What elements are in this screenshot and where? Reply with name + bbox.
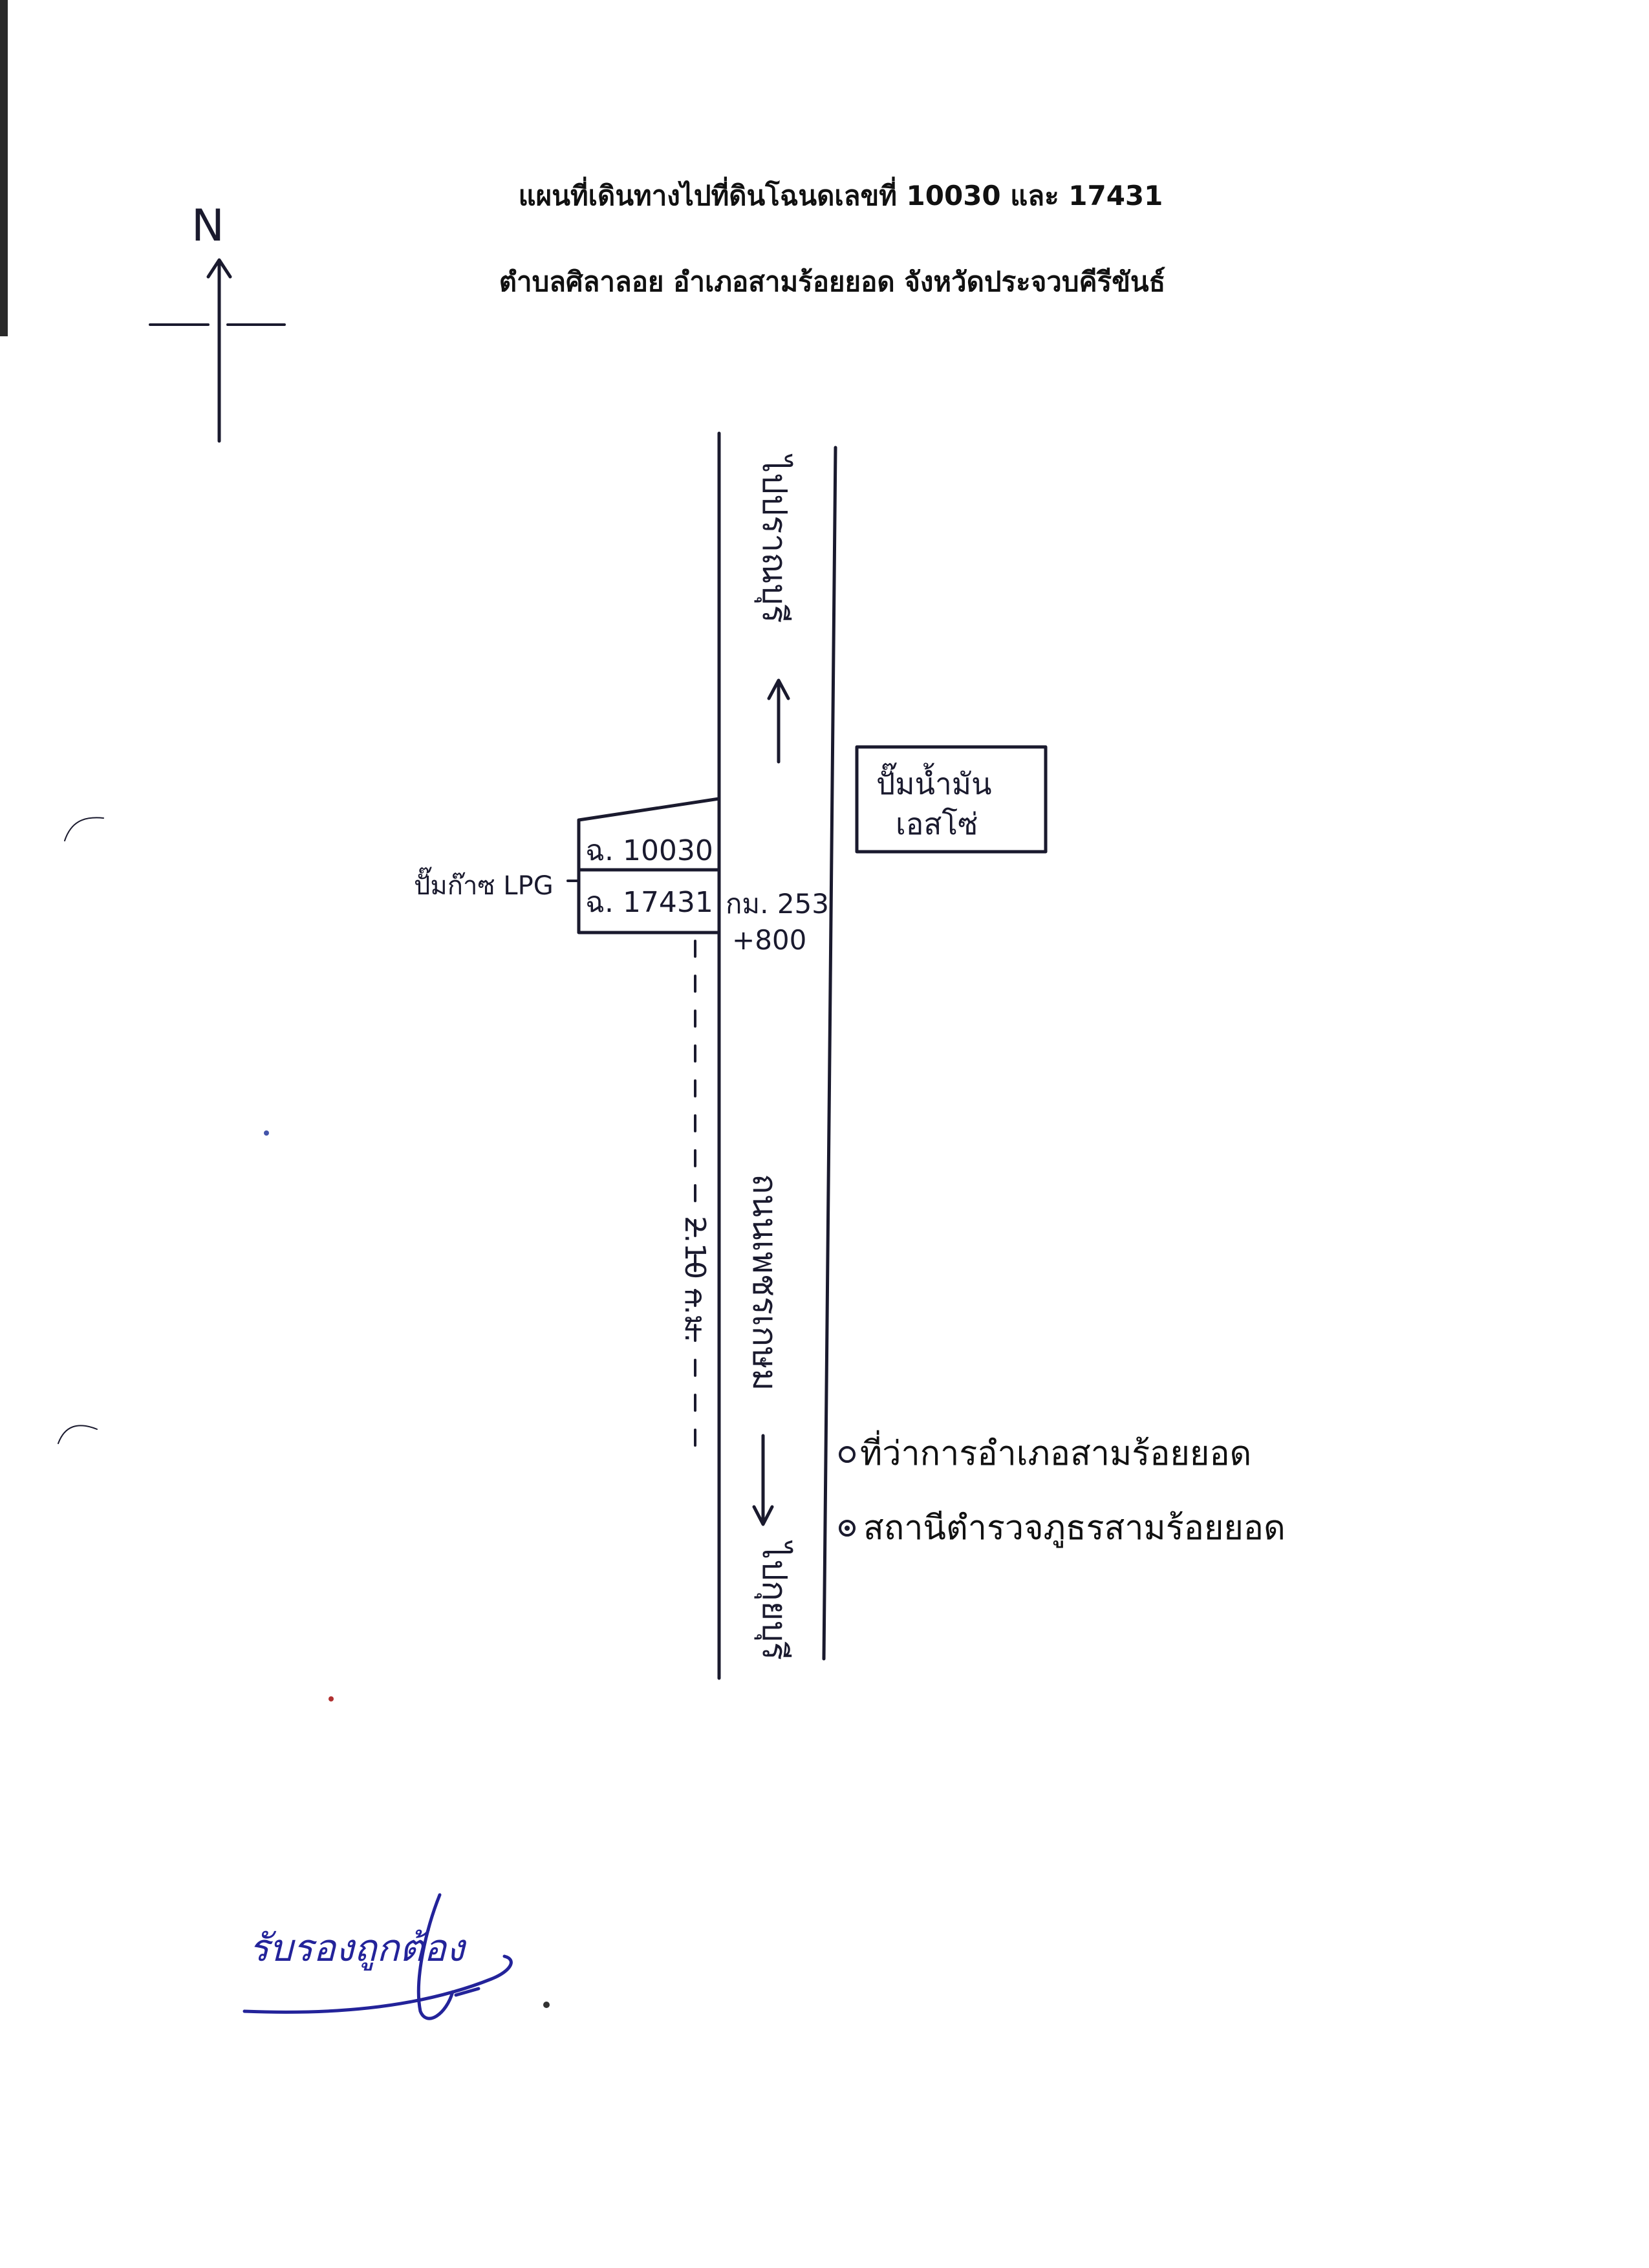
north-label: N bbox=[191, 200, 224, 252]
parcel-group: ฉ. 10030 ฉ. 17431 ปั๊มก๊าซ LPG bbox=[414, 797, 721, 934]
gas-station-line2: เอสโซ่ bbox=[896, 806, 978, 841]
district-office-marker-icon bbox=[839, 1446, 856, 1463]
scan-speck bbox=[543, 2002, 550, 2008]
map-subtitle: ตำบลศิลาลอย อำเภอสามร้อยยอด จังหวัดประจว… bbox=[499, 266, 1166, 297]
parcel-17431-label: ฉ. 17431 bbox=[585, 886, 713, 919]
lpg-station-label: ปั๊มก๊าซ LPG bbox=[414, 867, 554, 901]
scan-speck bbox=[329, 1696, 334, 1701]
parcel-10030-label: ฉ. 10030 bbox=[585, 834, 713, 867]
landmark-district-office: ที่ว่าการอำเภอสามร้อยยอด bbox=[839, 1430, 1251, 1473]
direction-south-label: ไปกุยบุรี bbox=[754, 1540, 793, 1660]
gas-station-box bbox=[855, 745, 1048, 854]
scan-punch-arc bbox=[58, 1425, 98, 1444]
district-office-label: ที่ว่าการอำเภอสามร้อยยอด bbox=[860, 1430, 1251, 1473]
landmark-police-station: สถานีตำรวจภูธรสามร้อยยอด bbox=[839, 1509, 1286, 1548]
road-east-edge bbox=[822, 446, 837, 1661]
scan-punch-arc bbox=[64, 817, 104, 841]
map-title: แผนที่เดินทางไปที่ดินโฉนดเลขที่ 10030 แล… bbox=[519, 177, 1163, 211]
scan-edge-shadow bbox=[0, 0, 8, 336]
compass: N bbox=[149, 200, 286, 443]
parcel-outline bbox=[577, 797, 721, 934]
gas-station: ปั๊มน้ำมัน เอสโซ่ bbox=[855, 745, 1048, 854]
direction-north-label: ไปปราณบุรี bbox=[754, 453, 793, 623]
signature-text: รับรองถูกต้อง bbox=[249, 1926, 467, 1971]
gas-station-line1: ปั๊มน้ำมัน bbox=[876, 762, 992, 801]
arrow-south-icon bbox=[752, 1434, 774, 1526]
km-marker-line1: กม. 253 bbox=[726, 888, 829, 920]
arrow-north-icon bbox=[767, 678, 790, 764]
police-station-marker-icon bbox=[839, 1520, 856, 1537]
signature-flourish bbox=[416, 1893, 480, 2020]
north-arrow-icon bbox=[206, 258, 232, 443]
distance-label: 2.10 ก.ม. bbox=[678, 1216, 711, 1343]
signature: รับรองถูกต้อง bbox=[242, 1893, 513, 2020]
road-highway bbox=[717, 431, 837, 1680]
km-marker-line2: +800 bbox=[732, 924, 806, 956]
road-name-label: ถนนเพชรเกษม bbox=[745, 1174, 784, 1391]
scan-speck bbox=[264, 1130, 269, 1136]
signature-underline bbox=[242, 1954, 513, 2014]
police-station-marker-dot bbox=[845, 1526, 850, 1531]
police-station-label: สถานีตำรวจภูธรสามร้อยยอด bbox=[863, 1509, 1286, 1548]
